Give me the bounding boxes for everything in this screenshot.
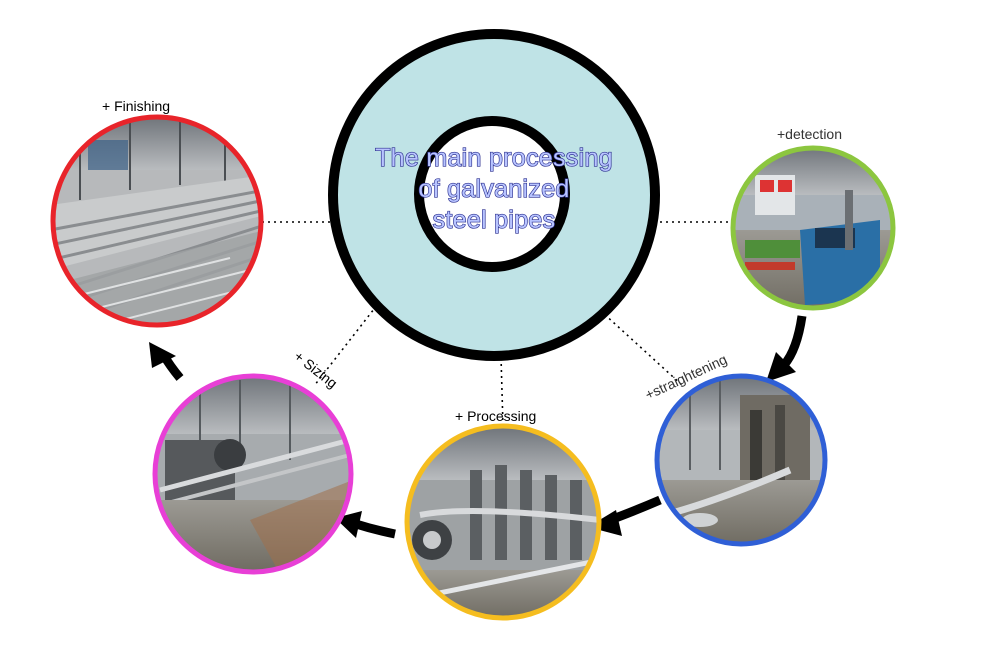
step-straightening: +straightening [643, 351, 827, 547]
step-sizing: + Sizing [153, 348, 353, 574]
central-donut: The main processing of galvanized steel … [333, 34, 655, 356]
title-line-3: steel pipes [433, 206, 556, 234]
label-finishing: + Finishing [102, 98, 170, 114]
label-detection: +detection [777, 126, 842, 142]
arrow-sizing-to-finishing [149, 342, 180, 378]
label-processing: + Processing [455, 408, 536, 424]
title-line-1: The main processing [375, 144, 613, 172]
arrow-detection-to-straightening [766, 316, 802, 382]
step-detection: +detection [730, 126, 900, 315]
step-processing: + Processing [405, 408, 601, 621]
title-line-2: of galvanized [418, 175, 569, 203]
step-finishing: + Finishing [50, 98, 265, 330]
